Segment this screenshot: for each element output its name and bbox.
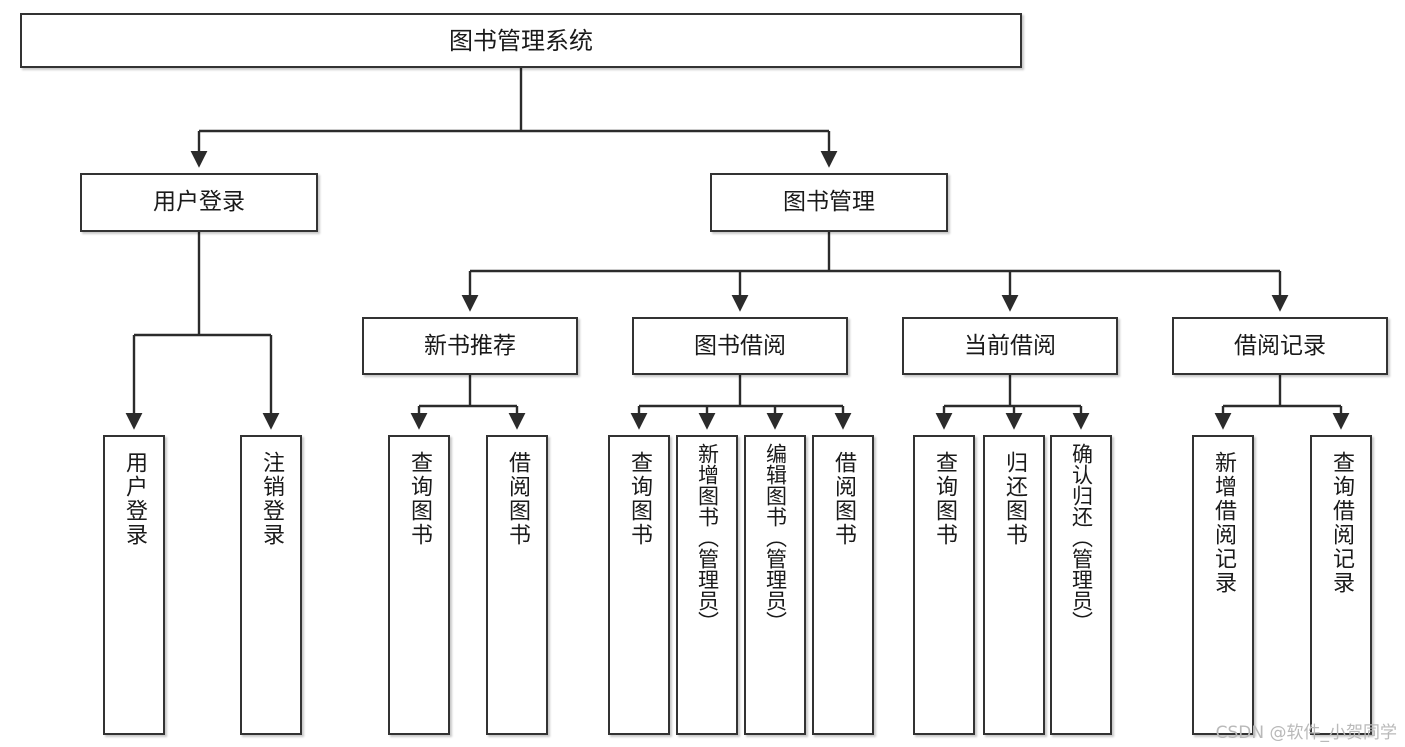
node-new-book-recommend[interactable]: 新书推荐 — [362, 317, 578, 375]
node-leaf-borrow-book-2[interactable]: 借阅图书 — [812, 435, 874, 735]
node-label: 查询图书 — [627, 451, 652, 547]
node-leaf-add-book-admin[interactable]: 新增图书（管理员） — [676, 435, 738, 735]
node-label: 确认归还（管理员） — [1069, 443, 1094, 632]
node-leaf-edit-book-admin[interactable]: 编辑图书（管理员） — [744, 435, 806, 735]
node-leaf-confirm-return-admin[interactable]: 确认归还（管理员） — [1050, 435, 1112, 735]
node-label: 借阅图书 — [831, 451, 856, 547]
node-label: 注销登录 — [259, 451, 284, 547]
node-label: 图书管理系统 — [449, 26, 593, 55]
node-leaf-return-book[interactable]: 归还图书 — [983, 435, 1045, 735]
node-label: 归还图书 — [1002, 451, 1027, 547]
csdn-watermark: CSDN @软件_小贺同学 — [1215, 723, 1397, 743]
node-user-login[interactable]: 用户登录 — [80, 173, 318, 232]
node-label: 查询图书 — [932, 451, 957, 547]
node-current-borrow[interactable]: 当前借阅 — [902, 317, 1118, 375]
node-book-borrow[interactable]: 图书借阅 — [632, 317, 848, 375]
node-label: 用户登录 — [122, 451, 147, 547]
node-leaf-query-borrow-record[interactable]: 查询借阅记录 — [1310, 435, 1372, 735]
node-leaf-user-logout[interactable]: 注销登录 — [240, 435, 302, 735]
node-label: 新书推荐 — [424, 332, 516, 359]
node-root-system[interactable]: 图书管理系统 — [20, 13, 1022, 68]
node-label: 当前借阅 — [964, 332, 1056, 359]
node-leaf-query-book-1[interactable]: 查询图书 — [388, 435, 450, 735]
node-label: 查询图书 — [407, 451, 432, 547]
node-label: 借阅记录 — [1234, 332, 1326, 359]
node-label: 新增借阅记录 — [1211, 451, 1236, 595]
node-borrow-record[interactable]: 借阅记录 — [1172, 317, 1388, 375]
node-leaf-query-book-3[interactable]: 查询图书 — [913, 435, 975, 735]
node-label: 查询借阅记录 — [1329, 451, 1354, 595]
node-book-manage[interactable]: 图书管理 — [710, 173, 948, 232]
node-label: 编辑图书（管理员） — [763, 443, 788, 632]
node-leaf-add-borrow-record[interactable]: 新增借阅记录 — [1192, 435, 1254, 735]
node-label: 借阅图书 — [505, 451, 530, 547]
node-label: 图书借阅 — [694, 332, 786, 359]
node-leaf-query-book-2[interactable]: 查询图书 — [608, 435, 670, 735]
node-label: 图书管理 — [783, 189, 875, 216]
node-leaf-borrow-book-1[interactable]: 借阅图书 — [486, 435, 548, 735]
node-label: 新增图书（管理员） — [695, 443, 720, 632]
node-leaf-user-login[interactable]: 用户登录 — [103, 435, 165, 735]
node-label: 用户登录 — [153, 189, 245, 216]
